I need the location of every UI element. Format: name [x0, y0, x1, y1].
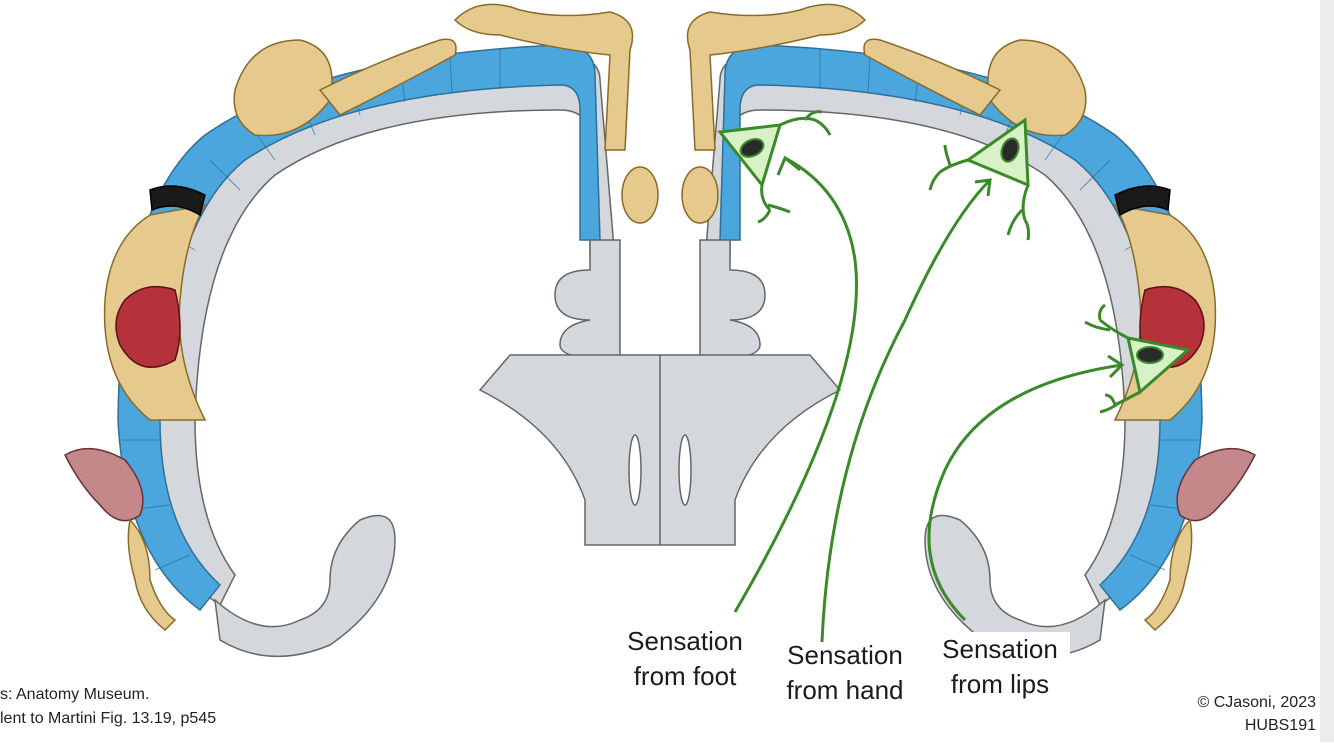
label-foot: Sensation from foot	[620, 624, 750, 694]
brainstem	[478, 239, 842, 546]
label-foot-line1: Sensation	[627, 626, 743, 656]
label-hand: Sensation from hand	[775, 638, 915, 708]
neuron-icon	[928, 117, 1031, 241]
label-lips-line2: from lips	[950, 669, 1050, 699]
neuron-icon	[1084, 303, 1192, 414]
pathway-hand	[820, 178, 992, 643]
scrollbar[interactable]	[1320, 0, 1334, 742]
label-lips: Sensation from lips	[930, 632, 1070, 702]
label-hand-line1: Sensation	[787, 640, 903, 670]
homunculus-left	[64, 3, 659, 632]
label-foot-line2: from foot	[633, 661, 737, 691]
label-lips-line1: Sensation	[942, 634, 1058, 664]
label-hand-line2: from hand	[786, 675, 904, 705]
source-credit-line2: lent to Martini Fig. 13.19, p545	[0, 710, 217, 727]
source-credit-line1: s: Anatomy Museum.	[0, 686, 150, 703]
pathway-foot	[733, 155, 858, 613]
course-code: HUBS191	[1244, 717, 1316, 734]
copyright-text: © CJasoni, 2023	[1197, 694, 1316, 711]
homunculus-right	[681, 3, 1256, 632]
right-hemisphere	[704, 44, 1203, 658]
left-hemisphere	[117, 44, 616, 658]
neuron-icon	[717, 110, 832, 224]
pathway-lips	[927, 354, 1125, 622]
